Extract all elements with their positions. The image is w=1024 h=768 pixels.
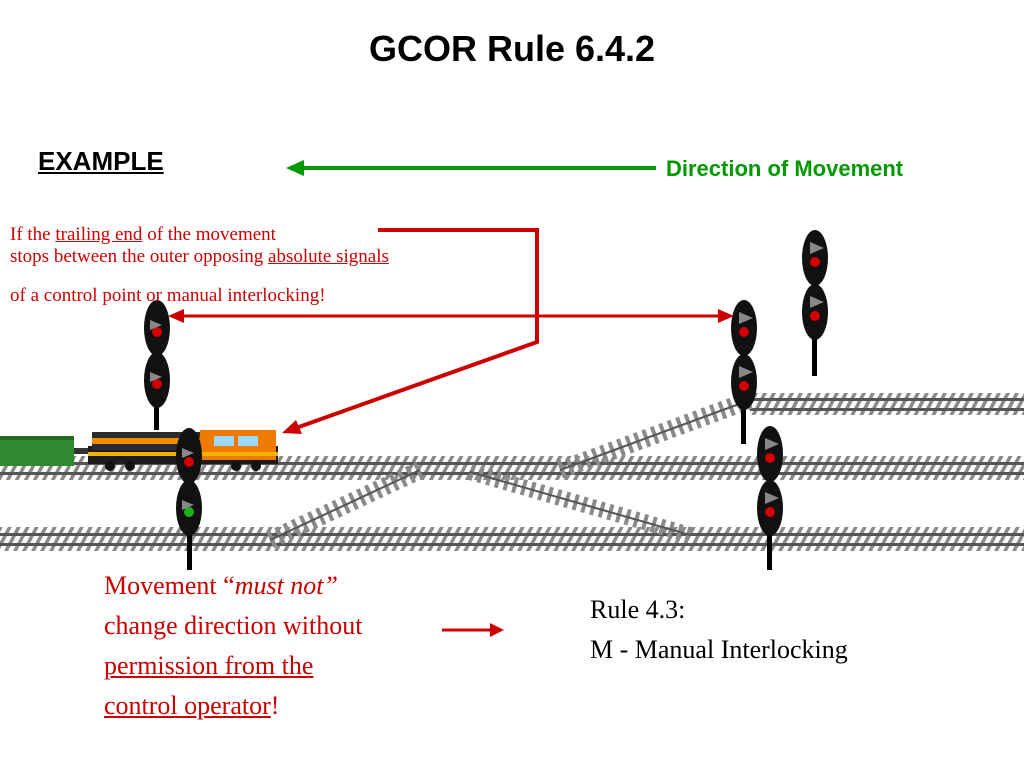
- movement-line-2: change direction without: [104, 611, 363, 640]
- signal-east-siding: [802, 230, 828, 376]
- signal-east-main: [731, 300, 757, 444]
- lower-track: [0, 527, 1024, 551]
- siding-track: [750, 393, 1024, 415]
- signal-west-upper: [144, 300, 170, 430]
- rule-line-2: M - Manual Interlocking: [590, 635, 848, 664]
- example-label: EXAMPLE: [38, 146, 164, 176]
- note-text: If the: [10, 224, 56, 245]
- note-line-3: of a control point or manual interlockin…: [10, 285, 326, 306]
- movement-line-3: permission from the: [104, 646, 313, 686]
- between-signals-arrow: [168, 309, 734, 323]
- must-not-text: must not”: [234, 571, 338, 600]
- crossover-track: [266, 391, 754, 549]
- note-text: stops between the outer opposing: [10, 246, 269, 267]
- note-text: of the movement: [142, 224, 276, 245]
- control-operator-text: control operator: [104, 691, 271, 720]
- movement-line-1: Movement “must not”: [104, 566, 338, 606]
- movement-line-4: control operator!: [104, 686, 279, 726]
- freight-car: [0, 436, 88, 466]
- trailing-end-term: trailing end: [55, 224, 143, 245]
- signal-east-lower: [757, 426, 783, 570]
- note-line-2: stops between the outer opposing absolut…: [10, 246, 389, 268]
- rule-line-1: Rule 4.3:: [590, 595, 686, 624]
- permission-text: permission from the: [104, 651, 314, 680]
- movement-text: Movement “: [104, 571, 235, 600]
- exclamation-text: !: [270, 691, 280, 720]
- trailing-end-callout: [282, 228, 539, 434]
- direction-label: Direction of Movement: [666, 156, 904, 181]
- note-line-1: If the trailing end of the movement: [10, 224, 276, 246]
- movement-arrow: [442, 623, 504, 637]
- signal-west-lower: [176, 428, 202, 570]
- absolute-signals-term: absolute signals: [268, 246, 389, 267]
- locomotive: [88, 430, 278, 471]
- slide-title: GCOR Rule 6.4.2: [368, 28, 656, 69]
- direction-arrow: [286, 160, 656, 176]
